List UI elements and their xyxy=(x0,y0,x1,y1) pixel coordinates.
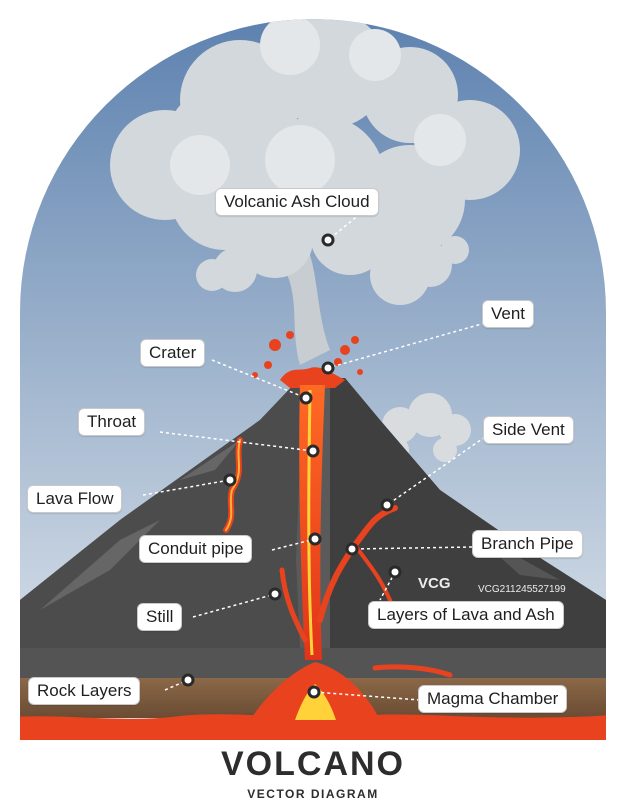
sill-shape xyxy=(279,567,308,643)
mountain-right-face xyxy=(330,378,606,648)
leader-lines xyxy=(142,209,486,701)
diagram-title: VOLCANO xyxy=(221,745,405,783)
watermark-logo: VCG xyxy=(418,575,451,592)
label-vent: Vent xyxy=(482,300,535,328)
label-layers-of-lava-and-ash: Layers of Lava and Ash xyxy=(368,601,564,629)
diagram-subtitle: VECTOR DIAGRAM xyxy=(247,787,379,800)
label-side-vent: Side Vent xyxy=(483,416,574,444)
label-crater: Crater xyxy=(140,339,206,367)
conduit-core xyxy=(307,389,314,656)
label-branch-pipe: Branch Pipe xyxy=(472,530,583,558)
label-magma-chamber: Magma Chamber xyxy=(418,685,568,713)
arch-scene xyxy=(20,19,606,741)
magma-glow xyxy=(295,684,336,720)
label-conduit-pipe: Conduit pipe xyxy=(139,535,253,563)
marker-dots xyxy=(181,233,402,699)
rock-highlight xyxy=(40,520,160,610)
bottom-lava-layer xyxy=(20,714,606,741)
watermark-code: VCG211245527199 xyxy=(478,584,566,595)
label-rock-layers: Rock Layers xyxy=(28,677,141,705)
label-lava-flow: Lava Flow xyxy=(27,485,123,513)
lava-flow-core xyxy=(225,439,241,531)
label-volcanic-ash-cloud: Volcanic Ash Cloud xyxy=(215,188,379,216)
label-still: Still xyxy=(137,603,183,631)
label-throat: Throat xyxy=(78,408,146,436)
rock-highlight xyxy=(180,440,240,480)
magma-branch xyxy=(372,664,453,678)
